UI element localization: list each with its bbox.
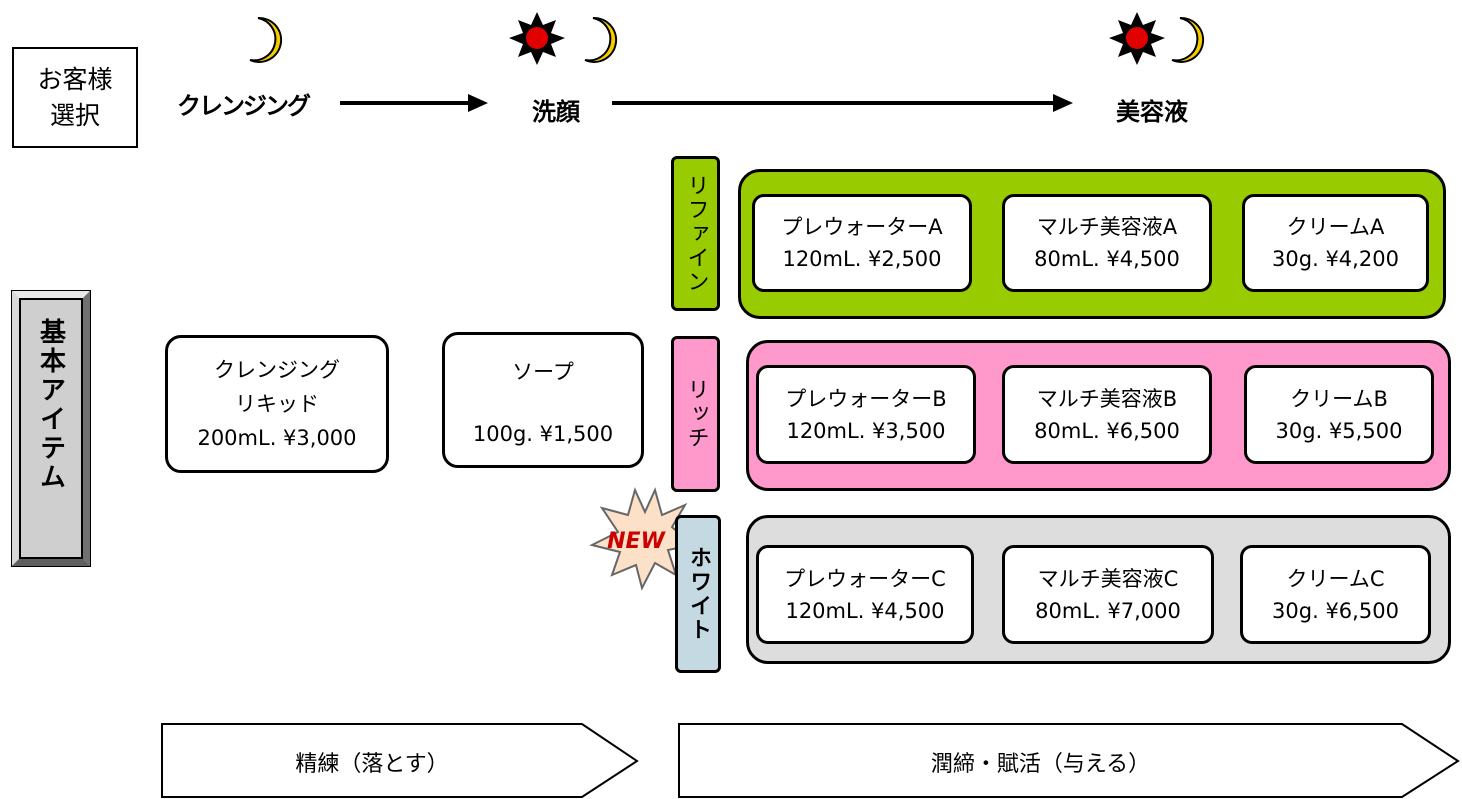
product-price: 120mL. ¥2,500: [782, 247, 942, 271]
arrow-right-icon: [340, 94, 488, 112]
cleansing-liquid-name-1: クレンジング: [214, 358, 340, 382]
product-box-refine-1: プレウォーターA 120mL. ¥2,500: [752, 194, 972, 292]
product-price: 120mL. ¥4,500: [785, 598, 945, 623]
soap-price: 100g. ¥1,500: [472, 422, 614, 446]
product-price: 80mL. ¥4,500: [1034, 247, 1180, 271]
product-price: 30g. ¥6,500: [1272, 598, 1399, 623]
product-name: クリームB: [1290, 386, 1388, 411]
footer-arrow-right: [678, 723, 1460, 798]
product-box-white-1: プレウォーターC 120mL. ¥4,500: [756, 545, 974, 644]
product-box-refine-2: マルチ美容液A 80mL. ¥4,500: [1002, 194, 1212, 292]
product-box-rich-3: クリームB 30g. ¥5,500: [1244, 365, 1434, 464]
cleansing-liquid-box: クレンジング リキッド 200mL. ¥3,000: [165, 335, 389, 473]
product-price: 80mL. ¥6,500: [1034, 418, 1180, 443]
product-name: マルチ美容液A: [1036, 215, 1178, 239]
product-box-refine-3: クリームA 30g. ¥4,200: [1242, 194, 1429, 292]
side-plate: [11, 290, 91, 567]
step-label-serum: 美容液: [1116, 98, 1188, 126]
footer-label-cleanse: 精練（落とす）: [295, 752, 449, 777]
product-name: マルチ美容液B: [1036, 386, 1178, 411]
soap-box: ソープ 100g. ¥1,500: [442, 332, 644, 468]
cleansing-liquid-name-2: リキッド: [235, 392, 319, 416]
product-box-white-3: クリームC 30g. ¥6,500: [1240, 545, 1431, 644]
footer-arrow-left: [161, 723, 639, 798]
sun-icon: [509, 12, 565, 65]
arrow-right-icon: [612, 94, 1073, 112]
soap-name: ソープ: [512, 360, 574, 384]
step-label-face-wash: 洗顔: [532, 98, 580, 126]
customer-choice-box: お客様 選択: [12, 47, 138, 148]
step-label-cleansing: クレンジング: [177, 92, 311, 120]
product-name: マルチ美容液C: [1037, 566, 1179, 591]
customer-choice-line-1: お客様: [37, 64, 113, 94]
tag-refine: リファイン: [671, 156, 720, 311]
product-price: 80mL. ¥7,000: [1035, 598, 1181, 623]
footer-label-nourish: 潤締・賦活（与える）: [930, 752, 1151, 777]
moon-icon: [249, 16, 283, 63]
product-price: 120mL. ¥3,500: [786, 418, 946, 443]
sun-icon: [1109, 12, 1165, 65]
product-name: クリームA: [1286, 215, 1385, 239]
starburst-icon: [589, 487, 695, 591]
new-badge: NEW: [607, 529, 665, 554]
moon-icon: [584, 16, 618, 63]
product-box-rich-2: マルチ美容液B 80mL. ¥6,500: [1002, 365, 1212, 464]
tag-white: ホワイト: [675, 515, 721, 673]
product-price: 30g. ¥5,500: [1275, 418, 1403, 443]
product-box-rich-1: プレウォーターB 120mL. ¥3,500: [756, 365, 976, 464]
tag-rich: リッチ: [671, 336, 720, 492]
product-box-white-2: マルチ美容液C 80mL. ¥7,000: [1002, 545, 1214, 644]
product-name: プレウォーターA: [781, 215, 943, 239]
customer-choice-line-2: 選択: [49, 100, 100, 130]
product-name: クリームC: [1286, 566, 1385, 591]
basic-items-label: 基本アイテム: [35, 318, 66, 492]
product-name: プレウォーターC: [784, 566, 946, 591]
cleansing-liquid-price: 200mL. ¥3,000: [197, 426, 357, 450]
product-price: 30g. ¥4,200: [1272, 247, 1399, 271]
product-name: プレウォーターB: [785, 386, 947, 411]
moon-icon: [1171, 16, 1205, 63]
